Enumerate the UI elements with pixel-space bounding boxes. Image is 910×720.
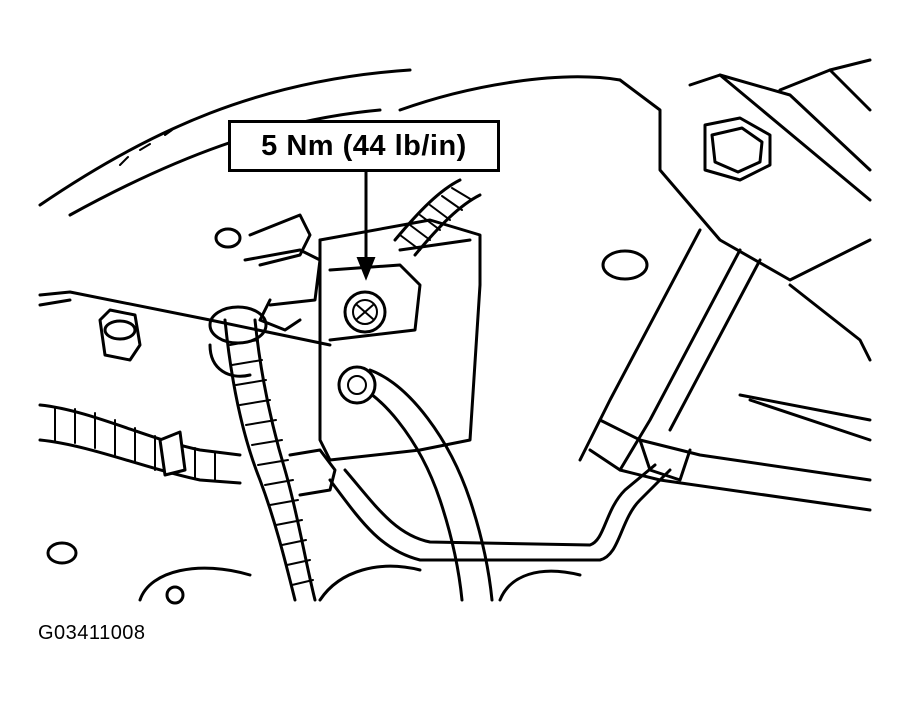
torque-spec-callout: 5 Nm (44 lb/in) [228, 120, 500, 172]
torque-spec-label: 5 Nm (44 lb/in) [261, 129, 467, 162]
figure-id-label: G03411008 [38, 622, 146, 644]
illustration-lines [38, 58, 872, 605]
